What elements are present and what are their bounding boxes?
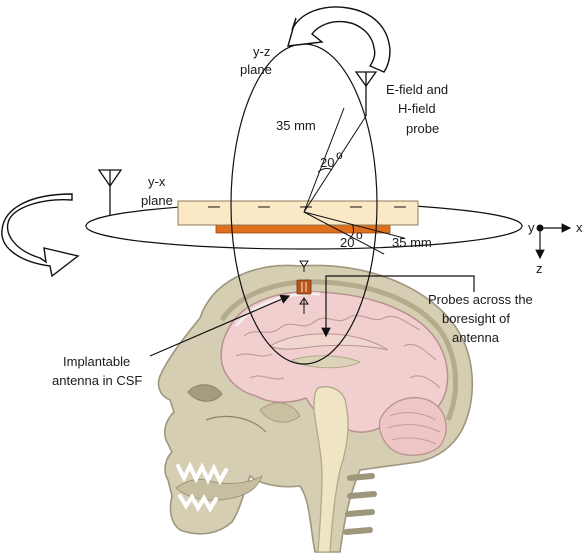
radius-horizontal-label: 35 mm — [392, 235, 432, 250]
boresight-label-2: boresight of — [442, 311, 510, 326]
probe-label-2: H-field — [398, 101, 436, 116]
axes-icon — [537, 225, 571, 259]
antenna-probe-icon — [99, 170, 121, 216]
yx-plane-label-2: plane — [141, 193, 173, 208]
head-illustration — [158, 265, 472, 552]
yx-plane-label-1: y-x — [148, 174, 166, 189]
cerebellum — [379, 398, 446, 456]
angle-horizontal-label: 20 — [340, 235, 354, 250]
axis-x-label: x — [576, 220, 583, 235]
yz-plane-label-2: plane — [240, 62, 272, 77]
axis-z-label: z — [536, 261, 543, 276]
radius-vertical-label: 35 mm — [276, 118, 316, 133]
implant-label-1: Implantable — [63, 354, 130, 369]
axis-y-label: y — [528, 220, 535, 235]
angle-vertical-degree: o — [336, 148, 343, 162]
substrate-board — [178, 201, 418, 225]
rotation-arrow-icon — [288, 7, 390, 72]
angle-horizontal-degree: o — [356, 228, 363, 242]
boresight-label-3: antenna — [452, 330, 500, 345]
rotation-arrow-icon — [2, 194, 78, 276]
implant-antenna — [297, 280, 311, 294]
implant-label-2: antenna in CSF — [52, 373, 142, 388]
antenna-probe-icon — [356, 72, 376, 116]
probe-label-3: probe — [406, 121, 439, 136]
probe-label-1: E-field and — [386, 82, 448, 97]
boresight-label-1: Probes across the — [428, 292, 533, 307]
angle-vertical-label: 20 — [320, 155, 334, 170]
yz-plane-label-1: y-z — [253, 44, 270, 59]
